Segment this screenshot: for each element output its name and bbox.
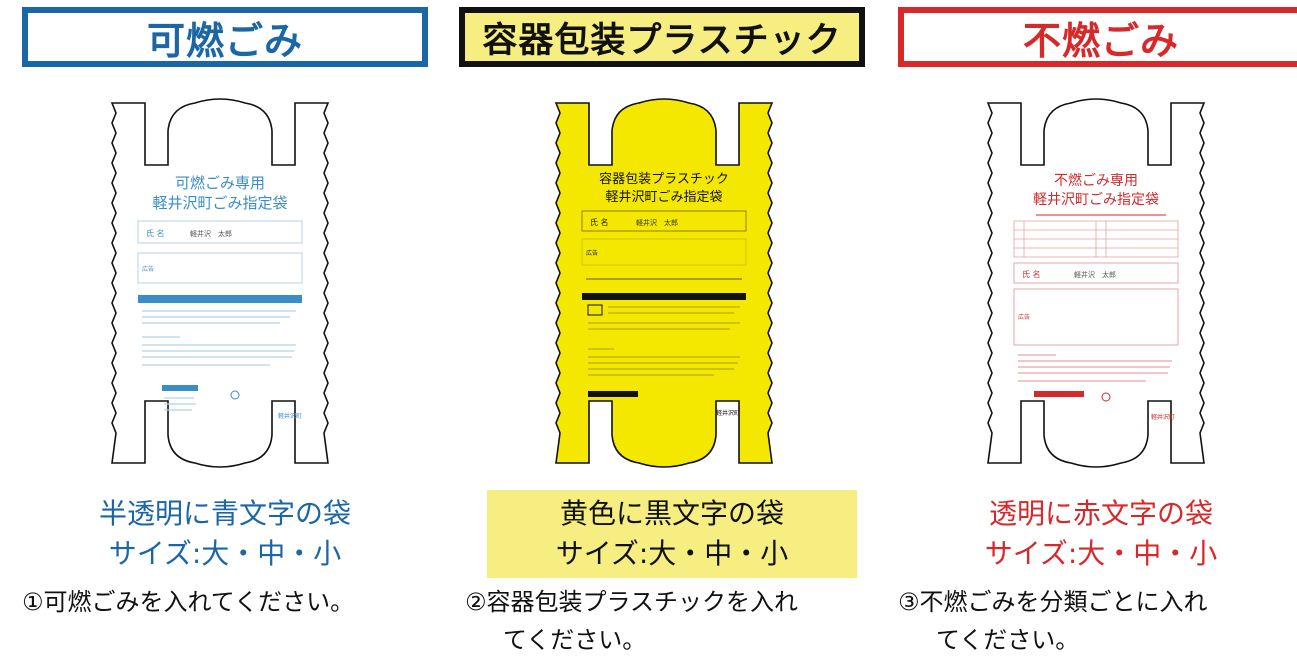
plastic-bag-illustration: 容器包装プラスチック 軽井沢町ごみ指定袋 氏 名 軽井沢 太郎 広告 軽井沢町 xyxy=(554,98,774,468)
bag-size-text: サイズ:大・中・小 xyxy=(108,537,342,570)
plastic-column: 容器包装プラスチック 容器包装プラスチック 軽井沢町ごみ指定袋 氏 名 軽井沢 … xyxy=(459,0,869,657)
bag-ad-box xyxy=(1013,288,1179,346)
bag-ad-label: 広告 xyxy=(1018,313,1030,321)
bag-banner xyxy=(582,293,746,300)
bag-pla-mark xyxy=(587,304,603,316)
nonburnable-instruction: ③不燃ごみを分類ごとに入れ てください。 xyxy=(898,583,1297,659)
bag-color-text: 黄色に黒文字の袋 xyxy=(559,497,784,530)
bag-title-line1: 可燃ごみ専用 xyxy=(175,174,265,192)
bag-fine-print xyxy=(142,310,296,411)
bag-title-line2: 軽井沢町ごみ指定袋 xyxy=(152,194,287,212)
burnable-bag-illustration: 可燃ごみ専用 軽井沢町ごみ指定袋 氏 名 軽井沢 太郎 広告 軽井沢町 xyxy=(110,98,330,468)
bag-title-line1: 容器包装プラスチック xyxy=(599,171,729,187)
bag-small-banner xyxy=(588,391,638,397)
bag-color-text: 半透明に青文字の袋 xyxy=(98,497,351,530)
bag-fine-print xyxy=(1018,354,1172,382)
bag-name-label: 氏 名 xyxy=(146,228,165,238)
bag-fine-print xyxy=(588,306,740,376)
bag-name-box xyxy=(137,220,303,244)
bag-small-banner xyxy=(162,385,198,391)
plastic-description: 黄色に黒文字の袋 サイズ:大・中・小 xyxy=(487,490,857,578)
bag-category-table xyxy=(1013,220,1179,258)
bag-size-text: サイズ:大・中・小 xyxy=(555,537,789,570)
bag-name-label: 氏 名 xyxy=(590,217,609,227)
bag-footer: 軽井沢町 xyxy=(716,409,740,417)
recycle-mark-icon xyxy=(230,390,240,400)
bag-size-text: サイズ:大・中・小 xyxy=(984,537,1218,570)
nonburnable-description: 透明に赤文字の袋 サイズ:大・中・小 xyxy=(898,490,1297,578)
nonburnable-column: 不燃ごみ 不燃ごみ専用 軽井沢町ごみ指定袋 氏 名 軽井沢 太郎 広告 軽井沢町… xyxy=(898,0,1297,657)
instruction-line1: ②容器包装プラスチックを入れ xyxy=(465,588,799,616)
bag-name-value: 軽井沢 太郎 xyxy=(1074,270,1116,279)
instruction-line2: てください。 xyxy=(503,626,647,654)
plastic-header: 容器包装プラスチック xyxy=(459,7,865,67)
bag-footer: 軽井沢町 xyxy=(1151,413,1175,421)
burnable-description: 半透明に青文字の袋 サイズ:大・中・小 xyxy=(22,490,428,578)
burnable-instruction: ①可燃ごみを入れてください。 xyxy=(22,583,432,621)
nonburnable-header: 不燃ごみ xyxy=(898,7,1297,67)
nonburnable-bag-illustration: 不燃ごみ専用 軽井沢町ごみ指定袋 氏 名 軽井沢 太郎 広告 軽井沢町 xyxy=(986,98,1206,468)
instruction-line1: ①可燃ごみを入れてください。 xyxy=(22,588,355,616)
burnable-column: 可燃ごみ 可燃ごみ専用 軽井沢町ごみ指定袋 氏 名 軽井沢 太郎 広告 軽井沢町… xyxy=(22,0,432,657)
bag-name-label: 氏 名 xyxy=(1022,269,1041,279)
bag-name-box xyxy=(1013,262,1179,284)
bag-title-line2: 軽井沢町ごみ指定袋 xyxy=(1033,192,1159,208)
bag-name-box xyxy=(581,210,747,232)
bag-name-value: 軽井沢 太郎 xyxy=(636,218,678,227)
instruction-line2: てください。 xyxy=(936,626,1080,654)
bag-ad-box xyxy=(137,252,303,284)
bag-name-value: 軽井沢 太郎 xyxy=(190,229,232,238)
instruction-line1: ③不燃ごみを分類ごとに入れ xyxy=(898,588,1208,616)
bag-color-text: 透明に赤文字の袋 xyxy=(988,497,1213,530)
recycle-mark-icon xyxy=(1101,392,1111,402)
bag-small-banner xyxy=(1034,391,1084,397)
bag-ad-label: 広告 xyxy=(586,249,598,257)
bag-footer: 軽井沢町 xyxy=(278,412,302,420)
bag-title-line1: 不燃ごみ専用 xyxy=(1054,172,1138,189)
burnable-header: 可燃ごみ xyxy=(22,7,428,67)
bag-title-line2: 軽井沢町ごみ指定袋 xyxy=(605,189,722,205)
bag-banner xyxy=(138,295,302,303)
bag-ad-label: 広告 xyxy=(142,265,154,273)
plastic-instruction: ②容器包装プラスチックを入れ てください。 xyxy=(465,583,875,659)
bag-ad-box xyxy=(581,238,747,266)
